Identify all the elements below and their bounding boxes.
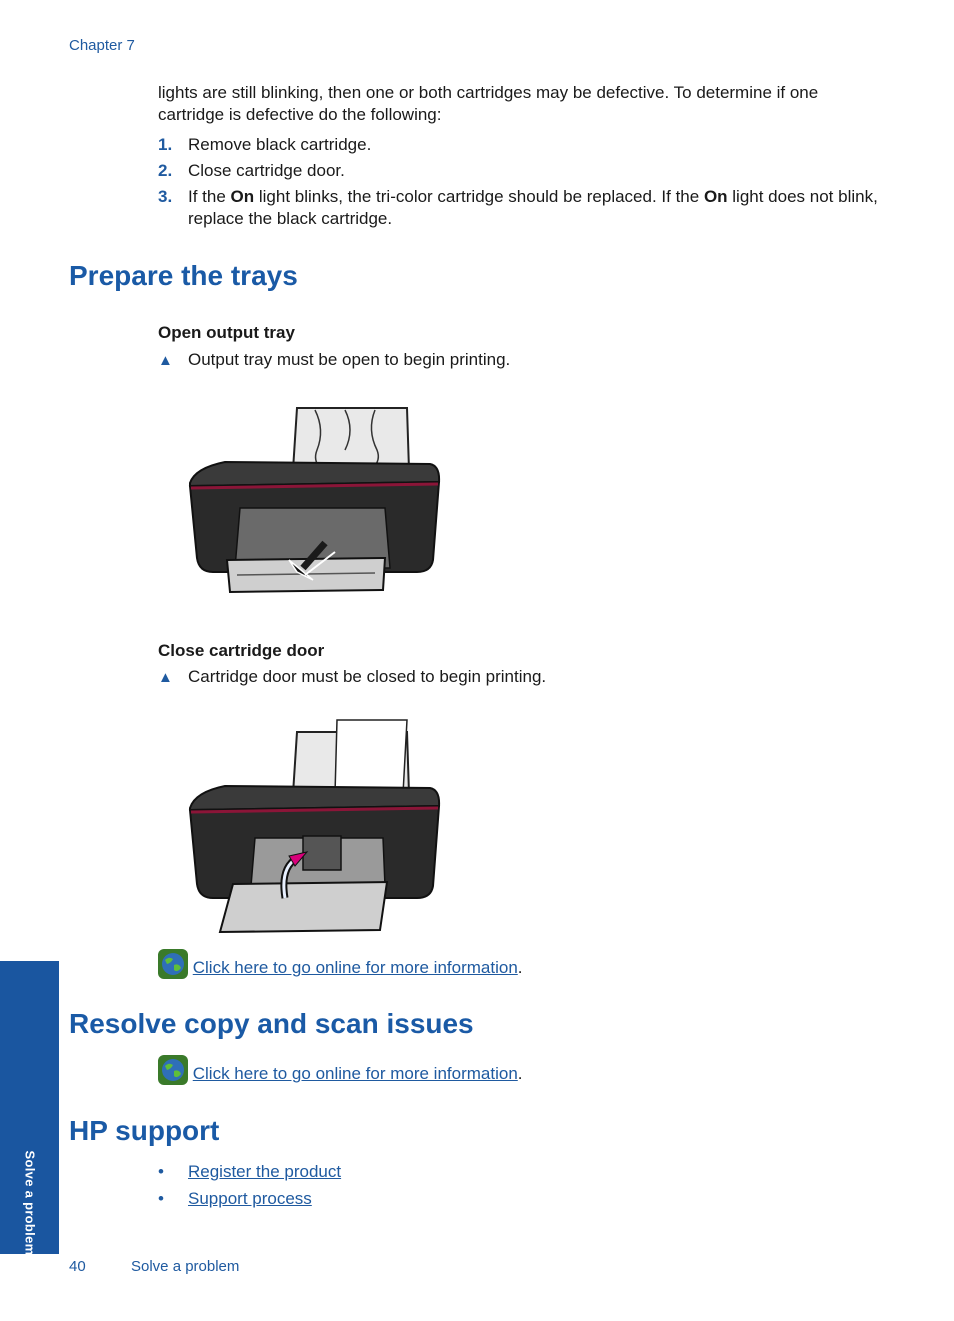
subheading-output-tray: Open output tray [158, 323, 295, 342]
steps-list: 1. Remove black cartridge. 2. Close cart… [158, 134, 878, 234]
side-tab: Solve a problem [0, 961, 59, 1255]
support-process-link[interactable]: Support process [188, 1189, 312, 1208]
note-text: Cartridge door must be closed to begin p… [188, 667, 547, 686]
step-number: 1. [158, 135, 173, 154]
step-text-bold: On [230, 187, 255, 206]
side-tab-label: Solve a problem [22, 1150, 37, 1255]
online-info-link[interactable]: Click here to go online for more informa… [192, 1064, 518, 1083]
list-item: • Support process [158, 1189, 341, 1216]
section-title-hp-support: HP support [69, 1115, 220, 1146]
printer-output-tray-illustration [188, 407, 441, 594]
step-text: Remove black cartridge. [188, 135, 372, 154]
step-text-mid: light blinks, the tri-color cartridge sh… [254, 187, 704, 206]
support-links-list: • Register the product • Support process [158, 1162, 341, 1216]
step-text-bold: On [703, 187, 728, 206]
footer-section: Solve a problem [131, 1258, 240, 1275]
subheading-cartridge-door: Close cartridge door [158, 641, 325, 660]
intro-paragraph: lights are still blinking, then one or b… [158, 83, 819, 124]
list-item: 2. Close cartridge door. [158, 160, 878, 182]
note-output-tray: ▲ Output tray must be open to begin print… [158, 350, 510, 370]
list-item: 3. If the On light blinks, the tri-color… [158, 186, 878, 230]
section-title-copy-scan: Resolve copy and scan issues [69, 1008, 474, 1039]
warning-triangle-icon: ▲ [158, 669, 173, 686]
chapter-label: Chapter 7 [69, 37, 135, 54]
list-item: • Register the product [158, 1162, 341, 1189]
link-suffix: . [517, 1064, 523, 1083]
step-text-post: light does not blink, replace the black … [188, 187, 878, 228]
step-text-pre: If the [188, 187, 231, 206]
online-link-trays: Click here to go online for more informa… [158, 949, 523, 979]
step-text: Close cartridge door. [188, 161, 345, 180]
page-number: 40 [69, 1258, 86, 1275]
bullet-icon: • [158, 1189, 164, 1208]
online-info-link[interactable]: Click here to go online for more informa… [192, 958, 518, 977]
step-number: 2. [158, 161, 173, 180]
online-link-copy-scan: Click here to go online for more informa… [158, 1055, 523, 1085]
link-suffix: . [517, 958, 523, 977]
note-text: Output tray must be open to begin printi… [188, 350, 511, 369]
step-number: 3. [158, 187, 173, 206]
globe-icon [158, 1055, 188, 1085]
register-product-link[interactable]: Register the product [188, 1162, 342, 1181]
section-title-trays: Prepare the trays [69, 260, 298, 291]
globe-icon [158, 949, 188, 979]
warning-triangle-icon: ▲ [158, 352, 173, 369]
note-cartridge-door: ▲ Cartridge door must be closed to begin … [158, 667, 546, 687]
bullet-icon: • [158, 1162, 164, 1181]
list-item: 1. Remove black cartridge. [158, 134, 878, 156]
printer-cartridge-door-illustration [188, 719, 441, 934]
